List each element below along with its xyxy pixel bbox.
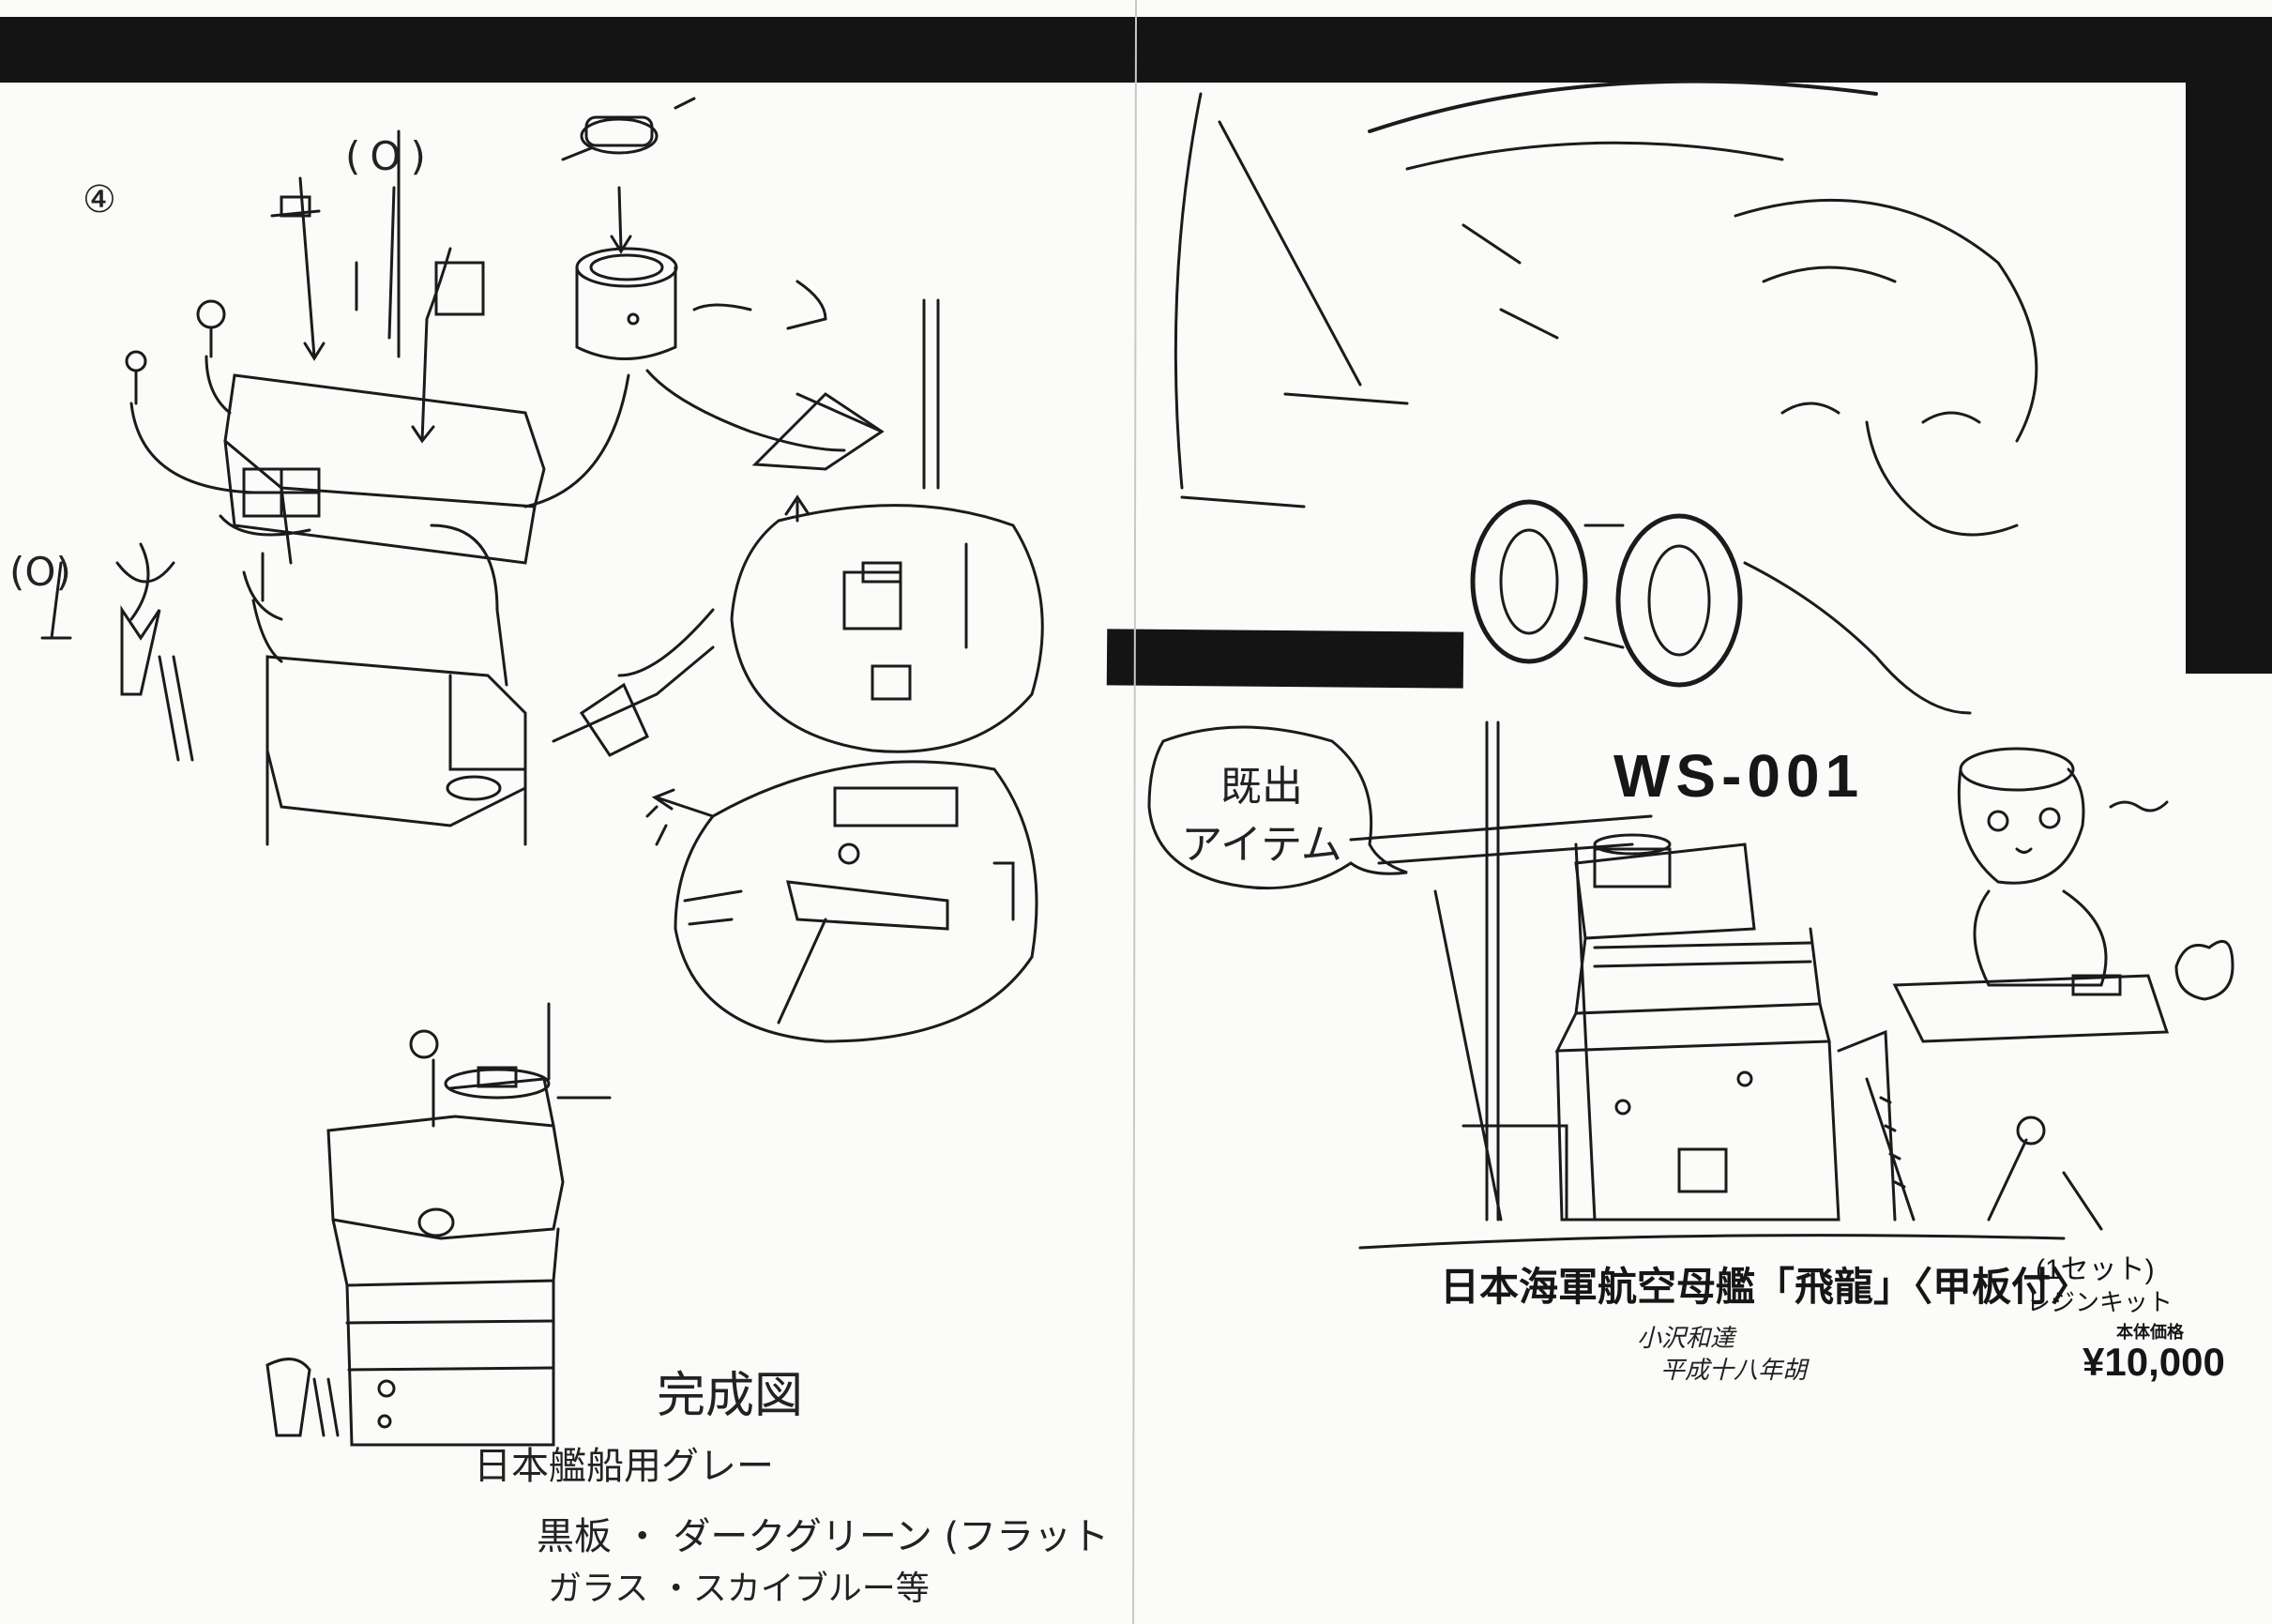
price-label: 本体価格 xyxy=(2116,1323,2184,1342)
set-count: (1セット) xyxy=(2036,1254,2155,1285)
paint-note-deck: 黒板 ・ ダークグリーン (フラット xyxy=(537,1515,1110,1558)
page-fold-line xyxy=(1132,0,1137,1624)
paint-note-hull: 日本艦船用グレー xyxy=(474,1445,774,1488)
step-number: ④ xyxy=(83,178,116,221)
signature-line-1: 小沢和達 xyxy=(1637,1325,1735,1353)
completion-title: 完成図 xyxy=(657,1368,804,1424)
paint-note-glass: ガラス ・スカイブルー等 xyxy=(548,1570,930,1608)
product-code: WS-001 xyxy=(1613,742,1865,810)
ship-island-drawing xyxy=(1349,721,2103,1250)
part-note-top: (O) xyxy=(345,133,435,179)
kit-type: レジンキット xyxy=(2026,1288,2174,1316)
part-note-left: (O) xyxy=(9,549,71,595)
price: ¥10,000 xyxy=(2083,1340,2225,1384)
signature-line-2: 平成十八年胡 xyxy=(1660,1357,1808,1385)
right-black-bar xyxy=(2186,17,2272,674)
chibi-sailor-drawing xyxy=(1892,747,2234,1043)
speech-bubble-line-1: 既出 xyxy=(1220,763,1303,811)
top-black-bar xyxy=(0,17,2223,83)
binocular-girl-drawing xyxy=(1174,79,2038,715)
speech-bubble-text: 既出 アイテム xyxy=(1173,758,1351,874)
exploded-bridge-drawing xyxy=(40,97,1044,1447)
product-name: 日本海軍航空母艦「飛龍」〈甲板付〉 xyxy=(1440,1265,2091,1309)
speech-bubble xyxy=(1147,725,1408,890)
speech-bubble-line-2: アイテム xyxy=(1181,821,1342,869)
